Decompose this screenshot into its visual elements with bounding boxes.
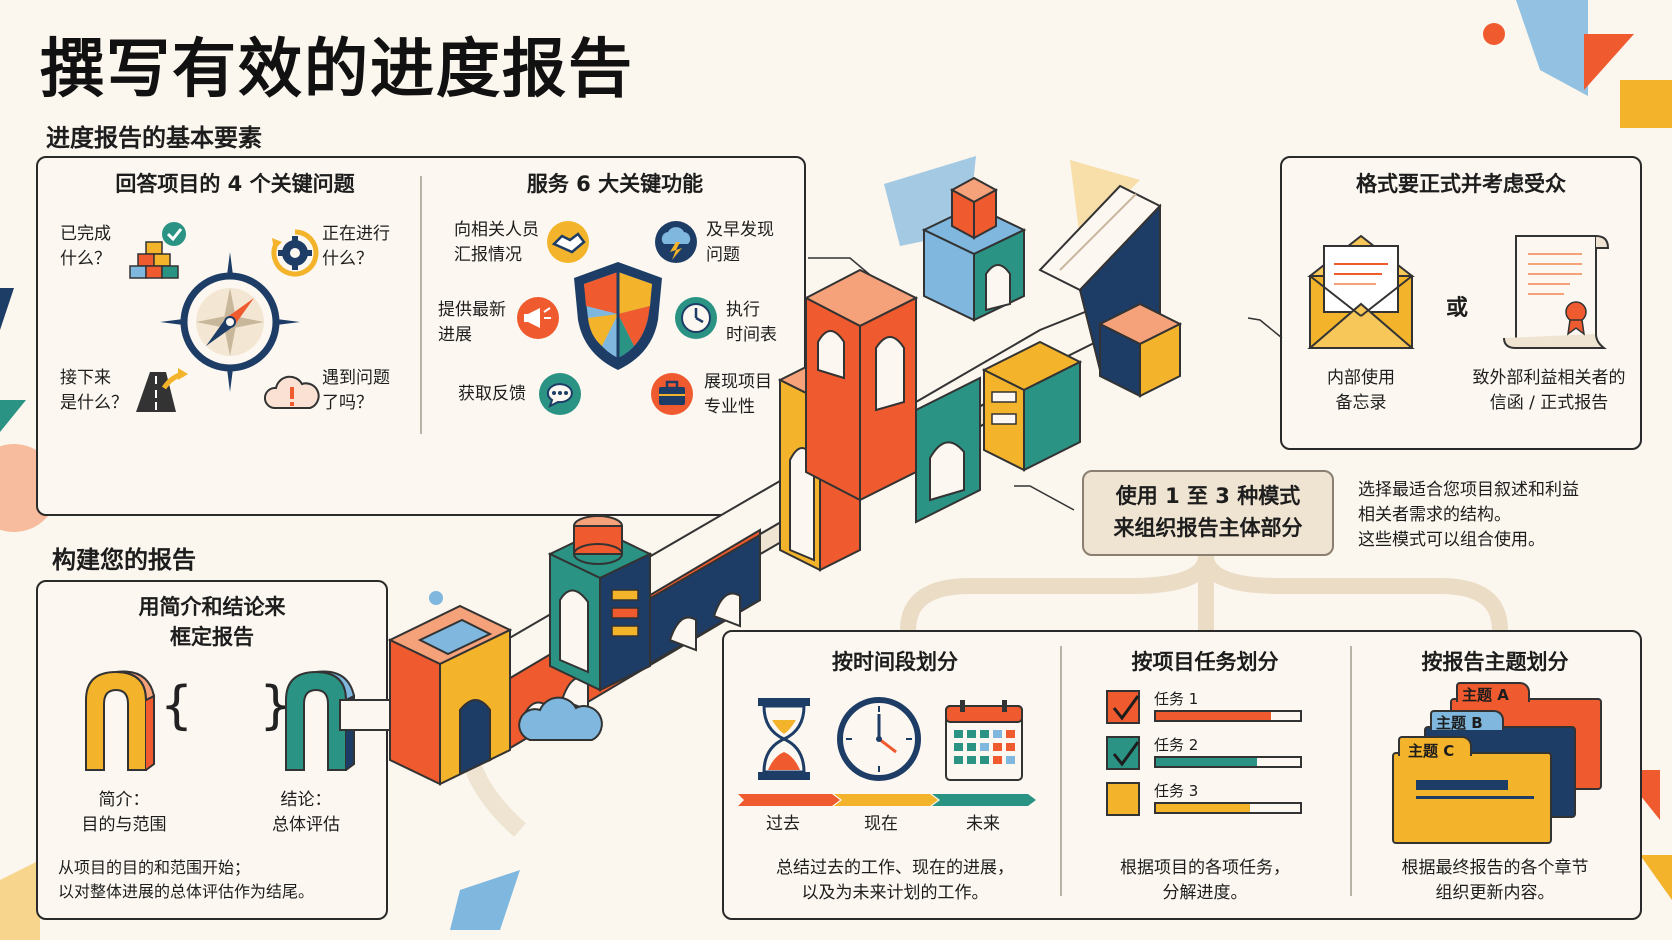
time-pattern-description: 总结过去的工作、现在的进展，以及为未来计划的工作。 [776, 858, 1014, 903]
question-issues: 遇到问题了吗？ [322, 368, 390, 413]
or-label: 或 [1446, 296, 1469, 321]
section-title-build: 构建您的报告 [52, 546, 196, 574]
external-report-label: 致外部利益相关者的信函 / 正式报告 [1472, 368, 1626, 413]
task-row: 任务 3 [1106, 780, 1306, 816]
braces: { } [160, 676, 293, 736]
pattern-divider-1 [1060, 646, 1062, 896]
folder-b-label: 主题 B [1436, 714, 1483, 732]
envelope-icon [1307, 234, 1415, 349]
folder-c: 主题 C [1392, 736, 1552, 844]
road-arrow-icon [136, 368, 188, 412]
bridge-illustration [339, 176, 1283, 786]
gear-cycle-icon [271, 229, 319, 277]
topic-pattern-title: 按报告主题划分 [1421, 650, 1569, 674]
question-ongoing: 正在进行什么？ [322, 224, 390, 269]
function-feedback: 获取反馈 [458, 384, 526, 404]
task-progress-fill [1156, 804, 1250, 812]
section-title-essentials: 进度报告的基本要素 [46, 124, 262, 152]
task-pattern-description: 根据项目的各项任务，分解进度。 [1120, 858, 1290, 903]
panel-divider [420, 176, 422, 434]
hourglass-icon [758, 698, 810, 780]
task-progress-bar [1154, 710, 1302, 722]
internal-memo-label: 内部使用备忘录 [1327, 368, 1395, 413]
megaphone-icon [517, 297, 559, 339]
pattern-divider-2 [1350, 646, 1352, 896]
intro-label: 简介：目的与范围 [81, 790, 167, 835]
storm-cloud-icon [655, 221, 697, 263]
page-title: 撰写有效的进度报告 [40, 33, 634, 107]
task-progress-fill [1156, 758, 1257, 766]
timeline-past: 过去 [766, 814, 800, 834]
calendar-icon [945, 700, 1023, 781]
questions-title: 回答项目的 4 个关键问题 [115, 172, 355, 196]
question-completed: 已完成什么？ [60, 224, 111, 269]
completed-blocks-icon [129, 222, 186, 279]
question-next: 接下来是什么？ [60, 368, 128, 413]
empty-box-icon [1106, 782, 1140, 816]
folder-a-label: 主题 A [1462, 686, 1509, 704]
clock-icon [675, 297, 717, 339]
task-row: 任务 1 [1106, 688, 1306, 724]
checked-box-icon [1106, 690, 1140, 724]
cloud-alert-icon [264, 375, 320, 409]
pattern-connectors [900, 554, 1508, 631]
topic-pattern-description: 根据最终报告的各个章节组织更新内容。 [1401, 858, 1589, 903]
briefcase-icon [651, 373, 693, 415]
timeline-arrow [738, 794, 1036, 806]
functions-title: 服务 6 大关键功能 [526, 172, 704, 196]
format-title: 格式要正式并考虑受众 [1356, 172, 1566, 196]
task-label: 任务 2 [1154, 736, 1199, 754]
conclusion-label: 结论：总体评估 [272, 790, 340, 835]
time-pattern-title: 按时间段划分 [832, 650, 958, 674]
function-report: 向相关人员汇报情况 [454, 220, 539, 265]
folder-c-label: 主题 C [1408, 742, 1455, 760]
task-progress-bar [1154, 756, 1302, 768]
checked-box-icon [1106, 736, 1140, 770]
chat-bubble-icon [539, 373, 581, 415]
task-row: 任务 2 [1106, 734, 1306, 770]
task-progress-bar [1154, 802, 1302, 814]
function-update: 提供最新进展 [438, 300, 506, 345]
timeline-now: 现在 [864, 814, 898, 834]
handshake-icon [547, 221, 589, 263]
function-schedule: 执行时间表 [726, 300, 777, 345]
patterns-note: 选择最适合您项目叙述和利益相关者需求的结构。这些模式可以组合使用。 [1358, 480, 1579, 550]
task-label: 任务 3 [1154, 782, 1199, 800]
task-list: 任务 1 任务 2 任务 3 [1106, 688, 1306, 828]
function-early-detect: 及早发现问题 [706, 220, 774, 265]
framing-description: 从项目的目的和范围开始；以对整体进展的总体评估作为结尾。 [58, 858, 315, 901]
framing-title: 用简介和结论来框定报告 [138, 595, 286, 649]
task-progress-fill [1156, 712, 1272, 720]
wall-clock-icon [837, 697, 921, 781]
scroll-report-icon [1503, 235, 1610, 349]
timeline-future: 未来 [966, 814, 1000, 834]
patterns-callout: 使用 1 至 3 种模式来组织报告主体部分 [1082, 470, 1334, 556]
function-professional: 展现项目专业性 [704, 372, 772, 417]
compass-icon [160, 252, 300, 392]
intro-arch-icon [85, 670, 156, 771]
task-pattern-title: 按项目任务划分 [1131, 650, 1279, 674]
task-label: 任务 1 [1154, 690, 1199, 708]
shield-icon [574, 262, 662, 370]
